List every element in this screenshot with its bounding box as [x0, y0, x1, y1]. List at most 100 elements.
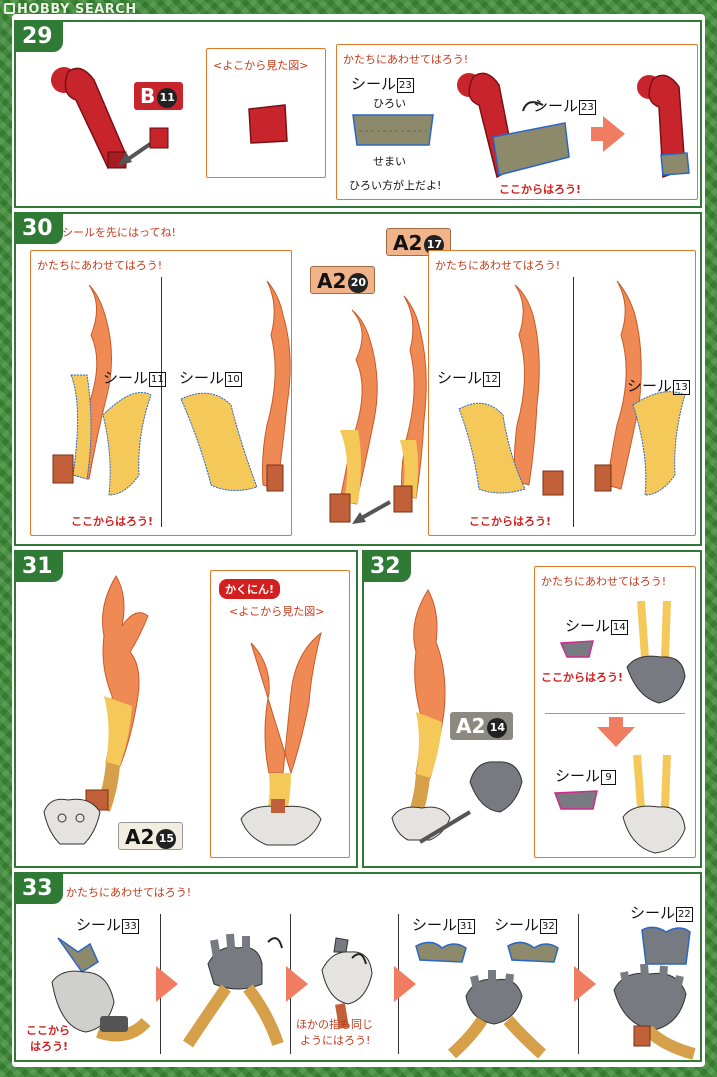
next-arrow — [156, 966, 178, 1002]
down-arrow-stem — [609, 717, 623, 729]
flame-with-sticker-13 — [594, 280, 686, 496]
logo-icon — [4, 3, 15, 14]
side-view-label-31: <よこから見た図> — [229, 605, 325, 618]
start-here-32: ここからはろう! — [541, 671, 624, 684]
shape-note: かたちにあわせてはろう! — [343, 53, 469, 66]
click-check-badge: かくにん! — [219, 579, 281, 599]
sticker-14-piece — [559, 640, 594, 658]
next-arrow — [574, 966, 596, 1002]
flame-with-sticker-11 — [52, 284, 152, 496]
single-finger-33 — [321, 937, 373, 1029]
hand-finished-33 — [613, 963, 696, 1060]
shape-note-left: かたちにあわせてはろう! — [37, 259, 163, 272]
side-view-label: <よこから見た図> — [213, 59, 309, 72]
flame-side-view-31 — [240, 631, 322, 846]
flame-arm-32 — [391, 589, 451, 841]
hand-plate-31 — [43, 798, 101, 845]
part-number: 15 — [156, 829, 177, 849]
arm-finished — [637, 74, 690, 179]
part-letter: A2 — [317, 269, 347, 293]
watermark: HOBBY SEARCH — [4, 2, 137, 17]
flame-assembly — [329, 295, 427, 524]
flame-with-sticker-12 — [458, 284, 564, 496]
watermark-text: HOBBY SEARCH — [17, 2, 137, 17]
start-here-left: ここからはろう! — [71, 515, 154, 528]
divider — [545, 713, 685, 714]
part-letter: A2 — [393, 231, 423, 255]
narrow-label: せまい — [373, 155, 406, 168]
claw-hand-33 — [183, 933, 284, 1048]
step-number: 33 — [16, 874, 63, 904]
step-number: 30 — [16, 214, 63, 244]
arm-with-sticker — [457, 72, 570, 179]
side-view-part — [248, 104, 288, 144]
start-here-right: ここからはろう! — [469, 515, 552, 528]
start-here-33-line2: はろう! — [30, 1040, 69, 1053]
other-fingers-line1: ほかの指も同じ — [296, 1018, 373, 1031]
shape-note-32: かたちにあわせてはろう! — [541, 575, 667, 588]
hand-stickers-31-32 — [415, 941, 559, 1059]
click-check-box: かくにん! <よこから見た図> — [210, 570, 350, 858]
step-number: 29 — [16, 22, 63, 52]
flame-arm-31 — [85, 575, 149, 812]
divider — [161, 277, 162, 527]
sticker-23-strip — [352, 114, 434, 146]
start-here-33-line1: ここから — [26, 1024, 70, 1037]
next-arrow-stem — [591, 127, 605, 141]
step-number: 31 — [16, 552, 63, 582]
wide-side-up-note: ひろい方が上だよ! — [349, 179, 442, 192]
sticker-first-note: シールを先にはってね! — [62, 226, 176, 239]
next-arrow — [603, 116, 625, 152]
shape-note-33: かたちにあわせてはろう! — [66, 886, 192, 899]
sticker-9-piece — [553, 790, 598, 810]
next-arrow — [286, 966, 308, 1002]
hand-sticker-33 — [51, 937, 151, 1042]
small-red-part — [149, 127, 169, 149]
other-fingers-line2: ようにはろう! — [300, 1034, 371, 1047]
red-arm-illustration — [51, 67, 127, 170]
hand-top-32 — [626, 600, 686, 704]
next-arrow — [394, 966, 416, 1002]
gray-hand-part-32 — [418, 761, 523, 844]
shape-note-right: かたちにあわせてはろう! — [435, 259, 561, 272]
part-letter: B — [140, 84, 156, 108]
down-arrow — [597, 727, 635, 747]
divider — [573, 277, 574, 527]
part-letter: A2 — [125, 825, 155, 849]
hand-bottom-32 — [622, 754, 686, 854]
start-here: ここからはろう! — [499, 183, 582, 196]
part-number: 20 — [348, 273, 369, 293]
flame-with-sticker-10 — [180, 280, 291, 492]
side-view-box: <よこから見た図> — [206, 48, 326, 178]
part-number: 11 — [157, 88, 178, 108]
part-number: 14 — [487, 718, 508, 738]
sticker-22-piece — [641, 926, 691, 965]
wide-label: ひろい — [373, 97, 406, 110]
step-number: 32 — [364, 552, 411, 582]
